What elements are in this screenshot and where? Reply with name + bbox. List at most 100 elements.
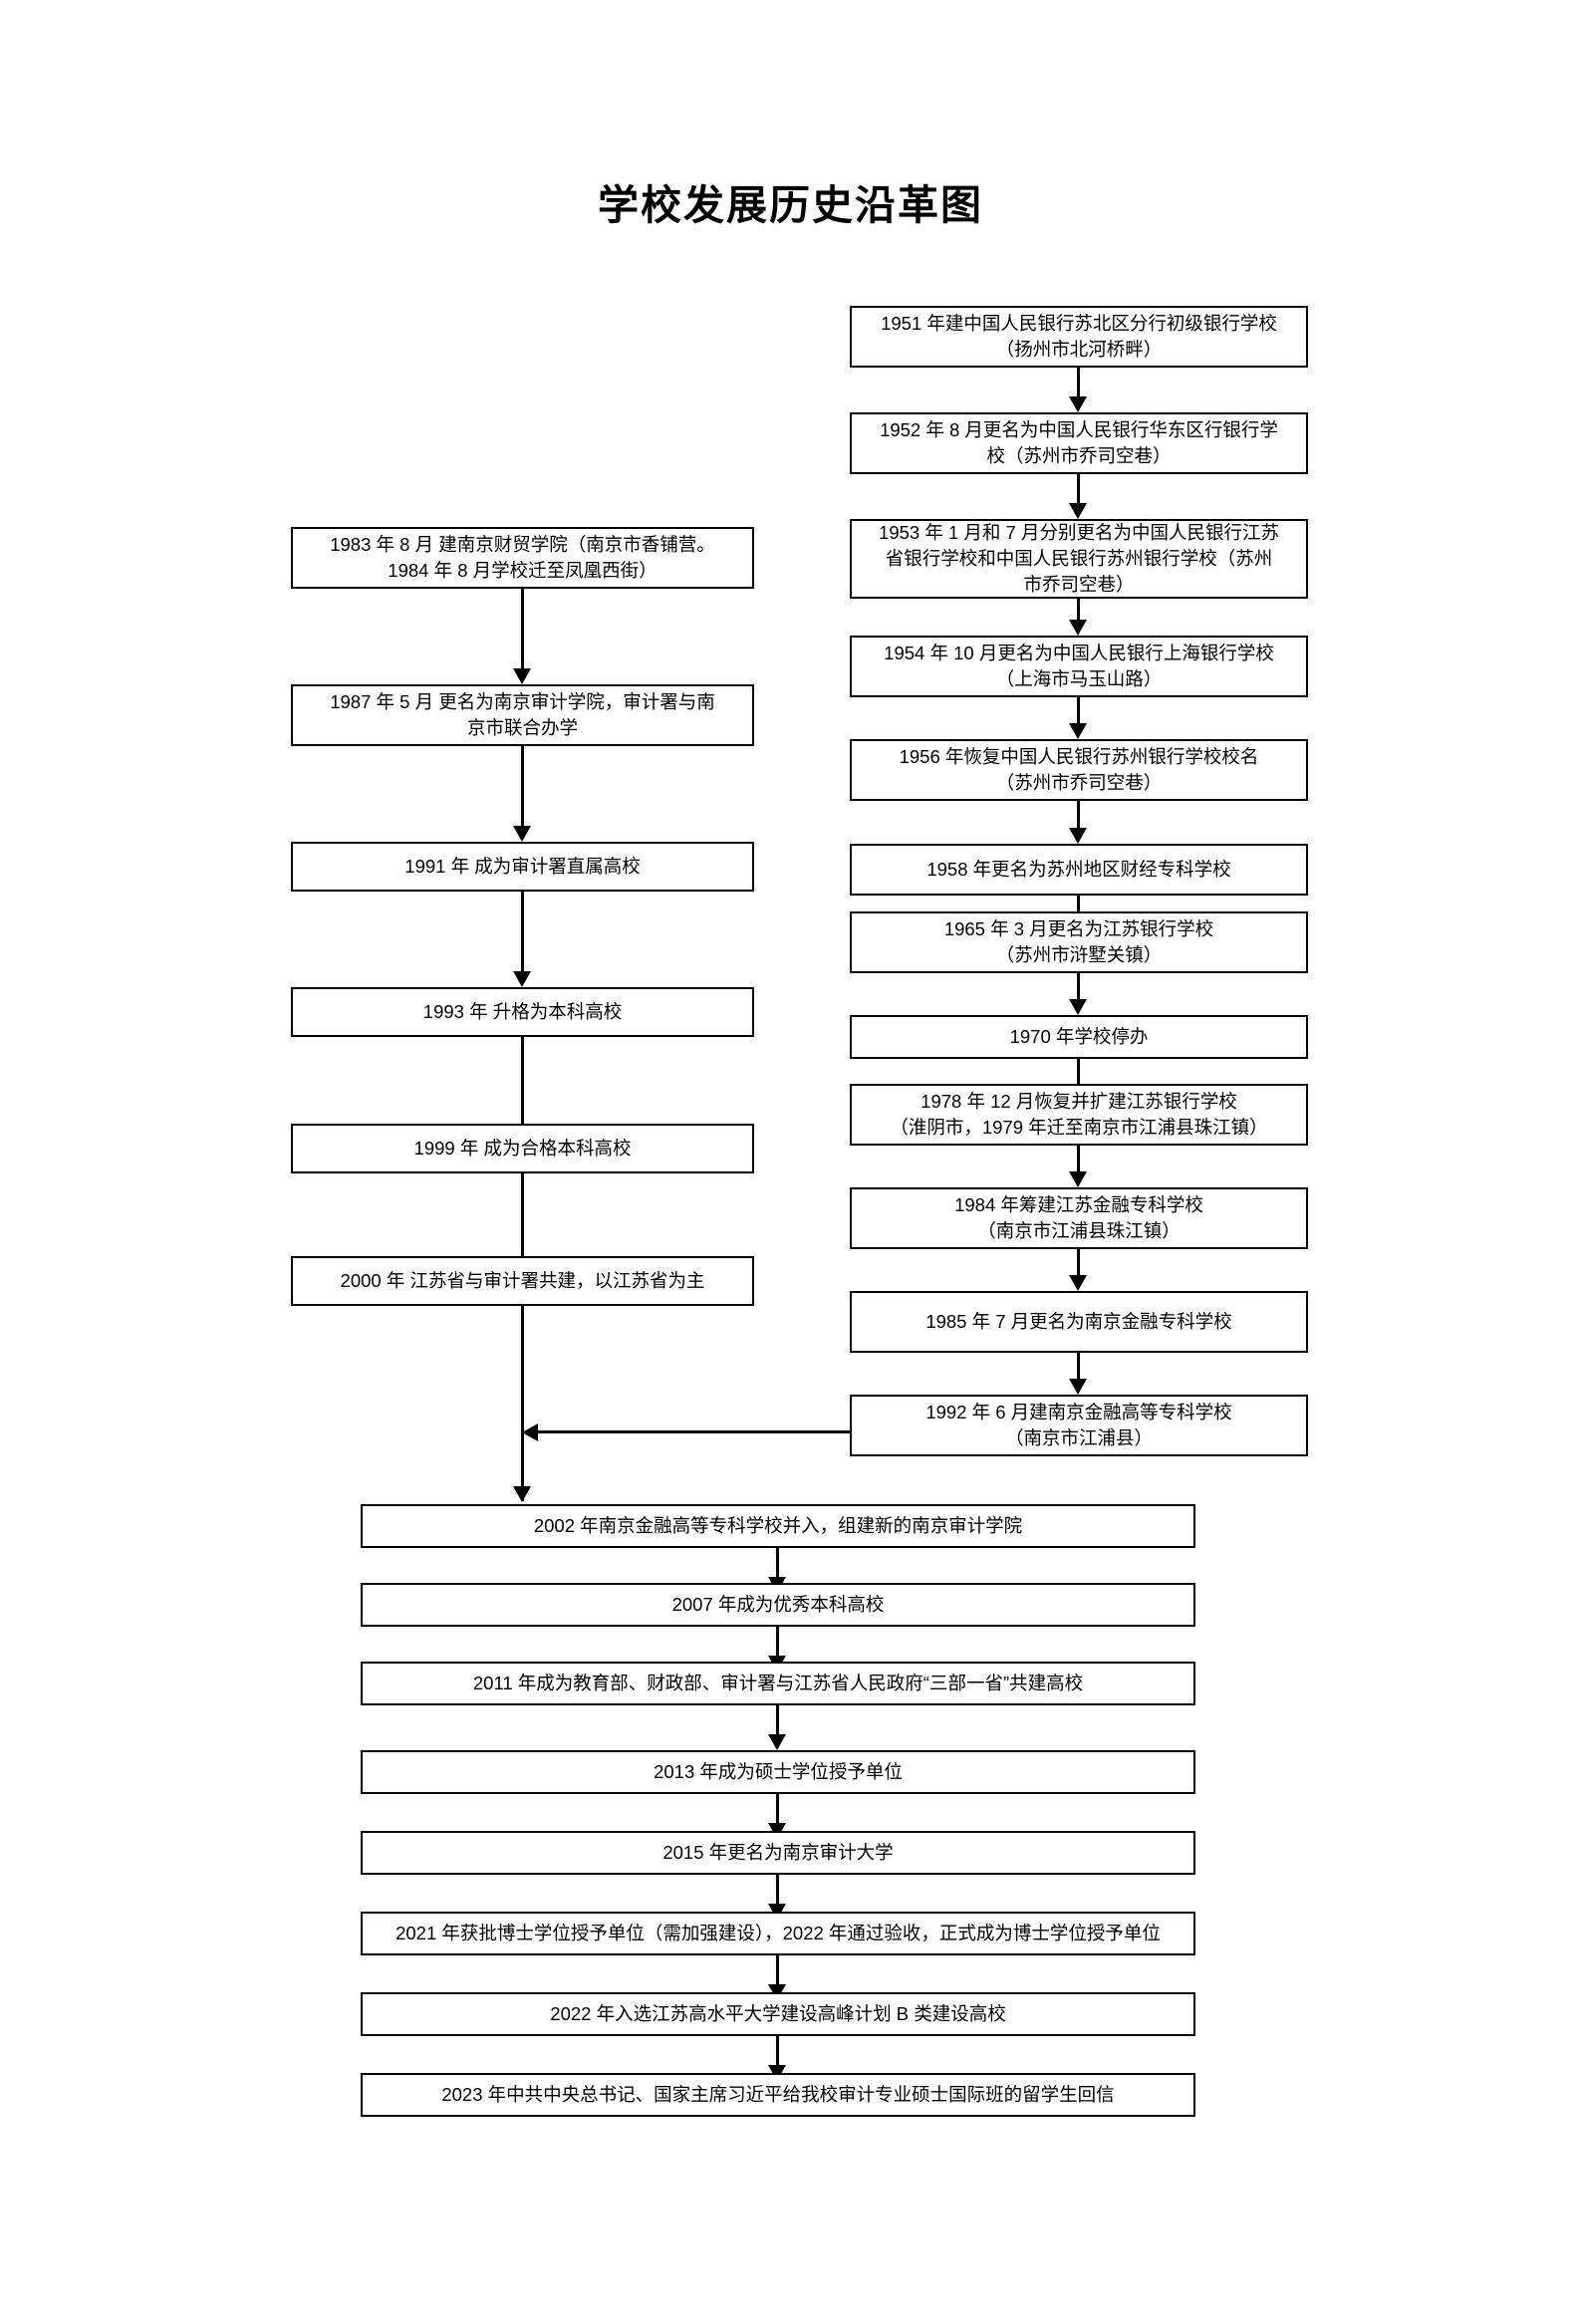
connector-1985-1992 (1077, 1353, 1081, 1379)
connector-1992-to-trunk (537, 1430, 852, 1434)
connector-2013-2015 (776, 1794, 780, 1823)
connector-1978-1984 (1077, 1146, 1081, 1171)
flow-node-2022: 2022 年入选江苏高水平大学建设高峰计划 B 类建设高校 (361, 1992, 1195, 2036)
flow-node-1987: 1987 年 5 月 更名为南京审计学院，审计署与南 京市联合办学 (291, 684, 754, 746)
connector-1956-1958 (1077, 801, 1081, 828)
connector-1970-1978 (1077, 1059, 1081, 1085)
flow-node-1993: 1993 年 升格为本科高校 (291, 987, 754, 1037)
flow-node-1992: 1992 年 6 月建南京金融高等专科学校 （南京市江浦县） (850, 1395, 1308, 1456)
node-line-1: 2013 年成为硕士学位授予单位 (654, 1760, 903, 1782)
flow-node-2000: 2000 年 江苏省与审计署共建，以江苏省为主 (291, 1256, 754, 1306)
node-line-1: 1951 年建中国人民银行苏北区分行初级银行学校 (881, 312, 1277, 334)
connector-1965-1970 (1077, 973, 1081, 999)
flow-node-2011: 2011 年成为教育部、财政部、审计署与江苏省人民政府“三部一省”共建高校 (361, 1662, 1195, 1705)
connector-2000-2002 (521, 1306, 525, 1501)
node-line-1: 2011 年成为教育部、财政部、审计署与江苏省人民政府“三部一省”共建高校 (472, 1672, 1084, 1693)
flow-node-2013: 2013 年成为硕士学位授予单位 (361, 1750, 1195, 1794)
node-line-1: 1978 年 12 月恢复并扩建江苏银行学校 (921, 1090, 1237, 1112)
arrowhead-2011-2013 (768, 1734, 786, 1750)
connector-1991-1993 (521, 892, 525, 971)
connector-1954-1956 (1077, 697, 1081, 723)
connector-1953-1954 (1077, 599, 1081, 620)
flow-node-2021: 2021 年获批博士学位授予单位（需加强建设），2022 年通过验收，正式成为博… (361, 1912, 1195, 1955)
node-line-2: （上海市马玉山路） (995, 668, 1163, 689)
flow-node-1984: 1984 年筹建江苏金融专科学校 （南京市江浦县珠江镇） (850, 1187, 1308, 1249)
node-line-2: 校（苏州市乔司空巷） (986, 445, 1172, 466)
node-line-1: 2022 年入选江苏高水平大学建设高峰计划 B 类建设高校 (550, 2002, 1006, 2024)
arrowhead-1992-to-trunk (522, 1423, 538, 1441)
flow-node-1954: 1954 年 10 月更名为中国人民银行上海银行学校 （上海市马玉山路） (850, 636, 1308, 697)
arrowhead-1978-1984 (1069, 1171, 1087, 1187)
node-line-1: 2007 年成为优秀本科高校 (671, 1593, 885, 1615)
connector-2015-2021 (776, 1875, 780, 1904)
flow-node-1952: 1952 年 8 月更名为中国人民银行华东区行银行学 校（苏州市乔司空巷） (850, 412, 1308, 474)
flow-node-1951: 1951 年建中国人民银行苏北区分行初级银行学校 （扬州市北河桥畔） (850, 306, 1308, 368)
connector-2022-2023 (776, 2036, 780, 2065)
node-line-1: 2021 年获批博士学位授予单位（需加强建设），2022 年通过验收，正式成为博… (395, 1922, 1161, 1943)
node-line-1: 1958 年更名为苏州地区财经专科学校 (926, 858, 1231, 880)
node-line-1: 2023 年中共中央总书记、国家主席习近平给我校审计专业硕士国际班的留学生回信 (441, 2083, 1115, 2105)
flow-node-1953: 1953 年 1 月和 7 月分别更名为中国人民银行江苏 省银行学校和中国人民银… (850, 519, 1308, 599)
node-line-1: 1992 年 6 月建南京金融高等专科学校 (925, 1401, 1232, 1422)
node-line-1: 1953 年 1 月和 7 月分别更名为中国人民银行江苏 (879, 521, 1279, 543)
connector-1958-1965 (1077, 896, 1081, 921)
node-line-1: 2000 年 江苏省与审计署共建，以江苏省为主 (340, 1269, 705, 1291)
node-line-1: 1987 年 5 月 更名为南京审计学院，审计署与南 (330, 690, 715, 712)
arrowhead-1984-1985 (1069, 1275, 1087, 1291)
connector-2007-2011 (776, 1627, 780, 1656)
arrowhead-1965-1970 (1069, 999, 1087, 1015)
flow-node-2023: 2023 年中共中央总书记、国家主席习近平给我校审计专业硕士国际班的留学生回信 (361, 2073, 1195, 2117)
connector-1952-1953 (1077, 474, 1081, 503)
connector-1984-1985 (1077, 1249, 1081, 1275)
arrowhead-2000-2002 (513, 1486, 531, 1502)
flow-node-1999: 1999 年 成为合格本科高校 (291, 1124, 754, 1173)
arrowhead-1956-1958 (1069, 828, 1087, 844)
flow-node-1970: 1970 年学校停办 (850, 1015, 1308, 1059)
arrowhead-1987-1991 (513, 826, 531, 842)
node-line-1: 1952 年 8 月更名为中国人民银行华东区行银行学 (880, 418, 1278, 440)
node-line-2: （南京市江浦县珠江镇） (977, 1220, 1181, 1241)
connector-1983-1987 (521, 589, 525, 668)
node-line-1: 1985 年 7 月更名为南京金融专科学校 (925, 1310, 1232, 1332)
node-line-2: 京市联合办学 (466, 717, 578, 738)
page-title: 学校发展历史沿革图 (598, 182, 983, 228)
node-line-1: 1999 年 成为合格本科高校 (413, 1137, 632, 1159)
node-line-1: 1983 年 8 月 建南京财贸学院（南京市香铺营。 (330, 533, 715, 555)
node-line-1: 2015 年更名为南京审计大学 (662, 1841, 894, 1863)
connector-1993-1999 (521, 1037, 525, 1133)
node-line-2: （淮阴市，1979 年迁至南京市江浦县珠江镇） (890, 1117, 1268, 1138)
node-line-2: （南京市江浦县） (1004, 1427, 1153, 1448)
arrowhead-1985-1992 (1069, 1379, 1087, 1395)
node-line-1: 1984 年筹建江苏金融专科学校 (954, 1193, 1203, 1215)
flow-node-1958: 1958 年更名为苏州地区财经专科学校 (850, 844, 1308, 896)
node-line-1: 1956 年恢复中国人民银行苏州银行学校校名 (899, 745, 1259, 767)
flow-node-1983: 1983 年 8 月 建南京财贸学院（南京市香铺营。 1984 年 8 月学校迁… (291, 527, 754, 589)
connector-2002-2007 (776, 1548, 780, 1577)
node-line-1: 2002 年南京金融高等专科学校并入，组建新的南京审计学院 (533, 1514, 1023, 1536)
connector-1999-2000 (521, 1173, 525, 1261)
flow-node-1978: 1978 年 12 月恢复并扩建江苏银行学校 （淮阴市，1979 年迁至南京市江… (850, 1084, 1308, 1146)
node-line-2: 1984 年 8 月学校迁至凤凰西街） (388, 560, 658, 581)
node-line-1: 1970 年学校停办 (1009, 1025, 1149, 1047)
node-line-1: 1954 年 10 月更名为中国人民银行上海银行学校 (884, 642, 1274, 663)
arrowhead-1954-1956 (1069, 723, 1087, 739)
node-line-1: 1965 年 3 月更名为江苏银行学校 (943, 917, 1214, 939)
node-line-2: （扬州市北河桥畔） (995, 339, 1163, 360)
node-line-2: （苏州市乔司空巷） (995, 772, 1163, 793)
flow-node-2002: 2002 年南京金融高等专科学校并入，组建新的南京审计学院 (361, 1504, 1195, 1548)
arrowhead-1951-1952 (1069, 396, 1087, 412)
connector-2011-2013 (776, 1705, 780, 1734)
node-line-1: 1993 年 升格为本科高校 (422, 1000, 623, 1022)
flow-node-2007: 2007 年成为优秀本科高校 (361, 1583, 1195, 1627)
flow-node-2015: 2015 年更名为南京审计大学 (361, 1831, 1195, 1875)
flow-node-1991: 1991 年 成为审计署直属高校 (291, 842, 754, 892)
connector-1987-1991 (521, 746, 525, 826)
arrowhead-1953-1954 (1069, 620, 1087, 636)
connector-2021-2022 (776, 1955, 780, 1984)
flow-node-1965: 1965 年 3 月更名为江苏银行学校 （苏州市浒墅关镇） (850, 911, 1308, 973)
flow-node-1956: 1956 年恢复中国人民银行苏州银行学校校名 （苏州市乔司空巷） (850, 739, 1308, 801)
arrowhead-1983-1987 (513, 668, 531, 684)
arrowhead-1991-1993 (513, 971, 531, 987)
arrowhead-1952-1953 (1069, 503, 1087, 519)
